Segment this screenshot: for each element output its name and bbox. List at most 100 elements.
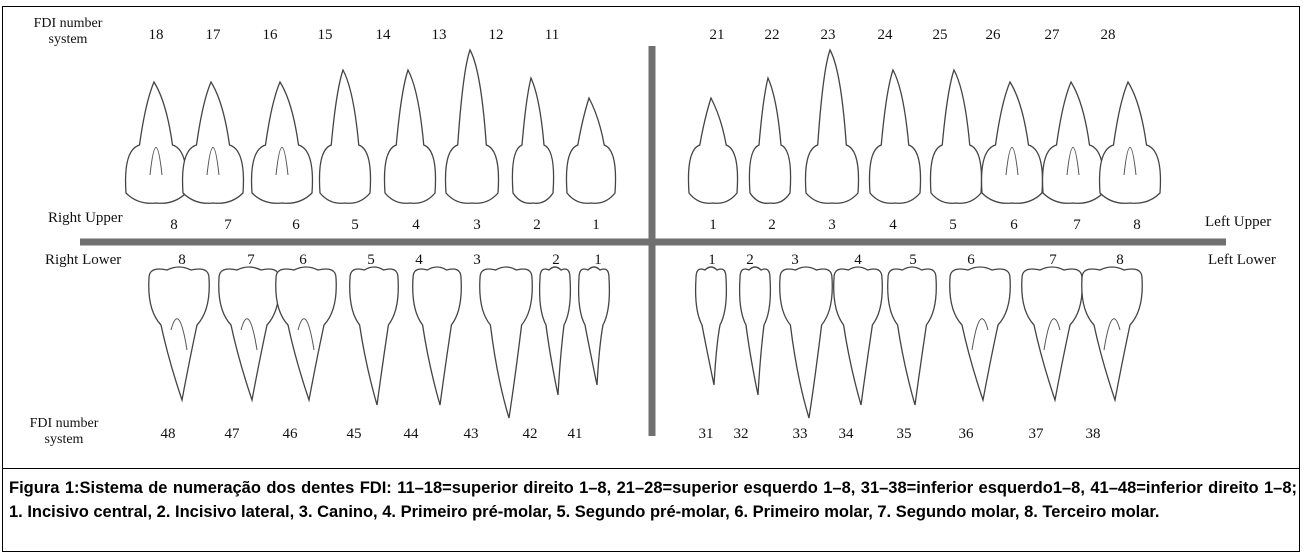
- tooth-number-upper-right: 5: [343, 217, 367, 234]
- fdi-number-lower-left: 34: [834, 426, 858, 443]
- fdi-number-upper-right: 14: [371, 27, 395, 44]
- tooth-number-lower-right: 7: [239, 252, 263, 269]
- tooth-lower-left: [740, 267, 771, 395]
- tooth-upper-left: [749, 78, 790, 203]
- fdi-number-upper-left: 23: [816, 27, 840, 44]
- tooth-number-upper-left: 4: [881, 217, 905, 234]
- tooth-number-lower-left: 4: [846, 252, 870, 269]
- tooth-upper-left: [805, 50, 858, 203]
- tooth-upper-left: [930, 70, 981, 203]
- tooth-upper-right: [319, 70, 370, 203]
- fdi-number-lower-right: 44: [399, 426, 423, 443]
- tooth-upper-left: [1043, 82, 1104, 203]
- tooth-lower-right: [149, 267, 210, 400]
- fdi-number-upper-right: 15: [313, 27, 337, 44]
- tooth-number-lower-left: 8: [1108, 252, 1132, 269]
- figure-caption: Figura 1:Sistema de numeração dos dentes…: [9, 476, 1297, 524]
- fdi-number-upper-right: 16: [258, 27, 282, 44]
- tooth-lower-right: [413, 267, 462, 405]
- tooth-lower-left: [834, 267, 883, 405]
- fdi-number-upper-left: 24: [873, 27, 897, 44]
- tooth-lower-right: [219, 267, 280, 400]
- tooth-lower-right: [276, 267, 337, 400]
- fdi-number-upper-right: 17: [201, 27, 225, 44]
- tooth-upper-right: [252, 82, 313, 203]
- fdi-number-upper-left: 28: [1096, 27, 1120, 44]
- tooth-upper-left: [1100, 82, 1161, 203]
- tooth-number-upper-left: 5: [941, 217, 965, 234]
- right-lower-label: Right Lower: [45, 252, 121, 269]
- fdi-number-lower-left: 33: [788, 426, 812, 443]
- fdi-number-lower-right: 42: [518, 426, 542, 443]
- fdi-number-upper-left: 22: [760, 27, 784, 44]
- tooth-lower-left: [1082, 267, 1143, 400]
- tooth-number-upper-left: 3: [820, 217, 844, 234]
- fdi-number-lower-left: 32: [729, 426, 753, 443]
- left-upper-label: Left Upper: [1205, 214, 1271, 231]
- fdi-number-lower-left: 38: [1081, 426, 1105, 443]
- tooth-upper-right: [512, 78, 553, 203]
- fdi-number-lower-right: 48: [156, 426, 180, 443]
- tooth-number-lower-right: 8: [170, 252, 194, 269]
- tooth-number-upper-right: 3: [465, 217, 489, 234]
- right-upper-label: Right Upper: [48, 210, 123, 227]
- tooth-number-lower-left: 2: [738, 252, 762, 269]
- tooth-upper-right: [126, 82, 187, 203]
- fdi-number-lower-left: 36: [954, 426, 978, 443]
- tooth-number-lower-left: 5: [901, 252, 925, 269]
- fdi-number-lower-right: 45: [342, 426, 366, 443]
- fdi-number-lower-left: 31: [694, 426, 718, 443]
- tooth-number-lower-left: 7: [1041, 252, 1065, 269]
- fdi-number-upper-left: 26: [981, 27, 1005, 44]
- fdi-number-upper-left: 25: [928, 27, 952, 44]
- tooth-number-lower-left: 3: [783, 252, 807, 269]
- tooth-upper-left: [869, 70, 920, 203]
- tooth-number-lower-left: 6: [959, 252, 983, 269]
- tooth-number-upper-right: 8: [162, 217, 186, 234]
- tooth-lower-right: [480, 267, 533, 418]
- tooth-number-lower-right: 6: [291, 252, 315, 269]
- tooth-number-upper-right: 1: [584, 217, 608, 234]
- tooth-lower-left: [888, 267, 937, 405]
- fdi-number-lower-right: 43: [459, 426, 483, 443]
- fdi-number-upper-right: 11: [540, 27, 564, 44]
- fdi-number-lower-right: 47: [220, 426, 244, 443]
- tooth-number-upper-left: 8: [1125, 217, 1149, 234]
- tooth-number-lower-right: 4: [407, 252, 431, 269]
- tooth-number-upper-left: 1: [701, 217, 725, 234]
- fdi-number-upper-right: 12: [484, 27, 508, 44]
- tooth-lower-right: [579, 267, 610, 385]
- tooth-number-upper-left: 2: [760, 217, 784, 234]
- fdi-number-upper-left: 21: [705, 27, 729, 44]
- tooth-upper-right: [384, 70, 435, 203]
- teeth-diagram: [0, 0, 1304, 468]
- tooth-lower-left: [1022, 267, 1083, 400]
- tooth-number-upper-right: 7: [216, 217, 240, 234]
- tooth-upper-right: [566, 98, 615, 203]
- fdi-system-label-top: FDI number system: [20, 16, 116, 48]
- tooth-number-lower-right: 1: [586, 252, 610, 269]
- tooth-upper-left: [982, 82, 1043, 203]
- tooth-number-upper-right: 4: [404, 217, 428, 234]
- fdi-number-upper-right: 18: [144, 27, 168, 44]
- tooth-number-upper-left: 6: [1002, 217, 1026, 234]
- caption-separator: [2, 468, 1300, 469]
- tooth-lower-left: [780, 267, 833, 418]
- tooth-number-upper-left: 7: [1065, 217, 1089, 234]
- tooth-upper-left: [688, 98, 737, 203]
- fdi-number-lower-right: 41: [563, 426, 587, 443]
- fdi-number-lower-left: 37: [1024, 426, 1048, 443]
- tooth-lower-left: [950, 267, 1011, 400]
- fdi-number-lower-left: 35: [892, 426, 916, 443]
- tooth-number-lower-left: 1: [700, 252, 724, 269]
- tooth-lower-right: [540, 267, 571, 395]
- tooth-lower-left: [696, 267, 727, 385]
- left-lower-label: Left Lower: [1208, 252, 1276, 269]
- tooth-lower-right: [350, 267, 399, 405]
- fdi-number-upper-right: 13: [427, 27, 451, 44]
- fdi-number-lower-right: 46: [278, 426, 302, 443]
- tooth-upper-right: [445, 50, 498, 203]
- tooth-upper-right: [183, 82, 244, 203]
- tooth-number-lower-right: 2: [544, 252, 568, 269]
